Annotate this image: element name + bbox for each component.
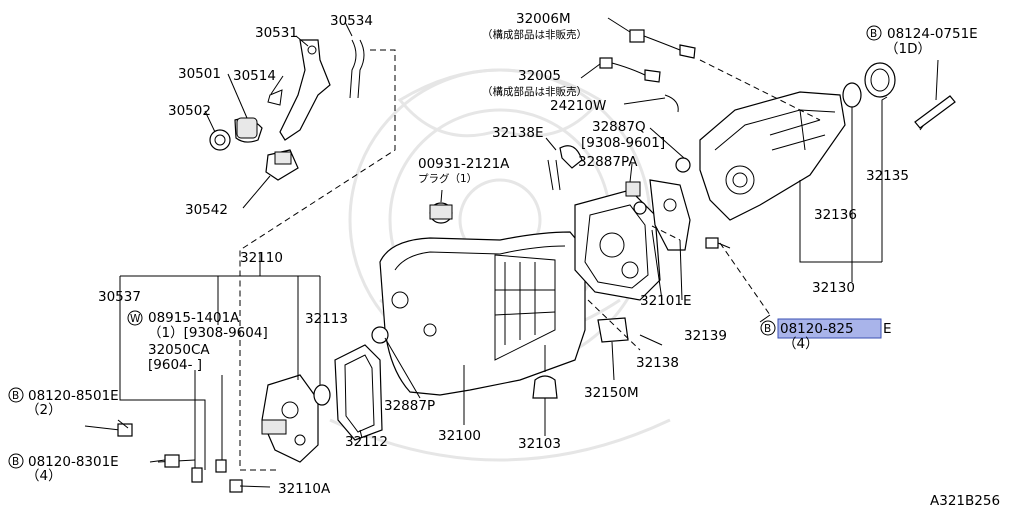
label-32110A: 32110A	[278, 481, 331, 497]
label-32887PA: 32887PA	[578, 154, 638, 170]
sensor-wiring	[547, 29, 696, 215]
qty-08120-825: （4）	[783, 336, 819, 352]
bolt-marker-icon	[8, 453, 24, 469]
highlighted-part-box	[777, 318, 882, 339]
range-32050CA: [9604- ]	[148, 357, 202, 373]
note-00931: プラグ（1）	[418, 172, 477, 185]
label-32139: 32139	[684, 328, 727, 344]
label-08120-8301E: 08120-8301E	[28, 454, 119, 470]
label-32130: 32130	[812, 280, 855, 296]
rear-seal-bushing	[842, 62, 956, 131]
label-32887P: 32887P	[384, 398, 435, 414]
label-32135: 32135	[866, 168, 909, 184]
label-32110: 32110	[240, 250, 283, 266]
qty-08124: （1D）	[885, 41, 931, 57]
label-24210W: 24210W	[550, 98, 606, 114]
bolt-marker-icon	[8, 387, 24, 403]
label-30537: 30537	[98, 289, 141, 305]
label-30501: 30501	[178, 66, 221, 82]
label-08120-825-highlighted[interactable]: 08120-825	[780, 321, 854, 337]
marker-b-08120-830: B	[12, 456, 19, 468]
leader-lines	[117, 17, 939, 470]
qty-08120-830: （4）	[26, 468, 62, 484]
label-32103: 32103	[518, 436, 561, 452]
label-32113: 32113	[305, 311, 348, 327]
part-labels: 32006M （構成部品は非販売） 32005 （構成部品は非販売） 24210…	[8, 11, 1000, 509]
label-30514: 30514	[233, 68, 276, 84]
marker-b-08120-825: B	[764, 323, 771, 335]
shift-fork-group	[209, 39, 365, 181]
label-32150M: 32150M	[584, 385, 639, 401]
label-30502: 30502	[168, 103, 211, 119]
diagram-code: A321B256	[930, 493, 1000, 509]
bolt-marker-icon	[866, 25, 882, 41]
label-32112: 32112	[345, 434, 388, 450]
label-08915-1401A: 08915-1401A	[148, 310, 240, 326]
dashed-leaders	[239, 49, 821, 471]
rear-extension-housing	[699, 91, 846, 221]
qty-08120-850: （2）	[26, 402, 62, 418]
note-32006M: （構成部品は非販売）	[482, 28, 587, 41]
label-32887Q: 32887Q	[592, 119, 646, 135]
bolt-marker-icon	[760, 320, 776, 336]
range-32887Q: [9308-9601]	[581, 135, 665, 151]
washer-marker-icon	[127, 310, 143, 326]
label-32050CA: 32050CA	[148, 342, 210, 358]
label-30531: 30531	[255, 25, 298, 41]
label-32100: 32100	[438, 428, 481, 444]
label-32101E: 32101E	[640, 293, 691, 309]
drain-plug	[429, 202, 453, 224]
label-32136: 32136	[814, 207, 857, 223]
marker-b-08120-850: B	[12, 390, 19, 402]
label-32006M: 32006M	[516, 11, 571, 27]
label-32138: 32138	[636, 355, 679, 371]
front-cover	[261, 326, 389, 463]
qty-08915: （1）[9308-9604]	[148, 325, 268, 341]
note-32005: （構成部品は非販売）	[482, 85, 587, 98]
transmission-case	[379, 231, 586, 396]
label-30542: 30542	[185, 202, 228, 218]
label-08120-8501E: 08120-8501E	[28, 388, 119, 404]
label-00931-2121A: 00931-2121A	[418, 156, 510, 172]
marker-b-08124: B	[870, 28, 877, 40]
label-30534: 30534	[330, 13, 373, 29]
bolts	[84, 237, 731, 493]
label-08120-825-suffix: E	[883, 321, 892, 337]
adapter-plate	[574, 179, 691, 301]
label-32138E: 32138E	[492, 125, 543, 141]
label-08124-0751E: 08124-0751E	[887, 26, 978, 42]
marker-w-08915: W	[130, 313, 141, 325]
label-32005: 32005	[518, 68, 561, 84]
